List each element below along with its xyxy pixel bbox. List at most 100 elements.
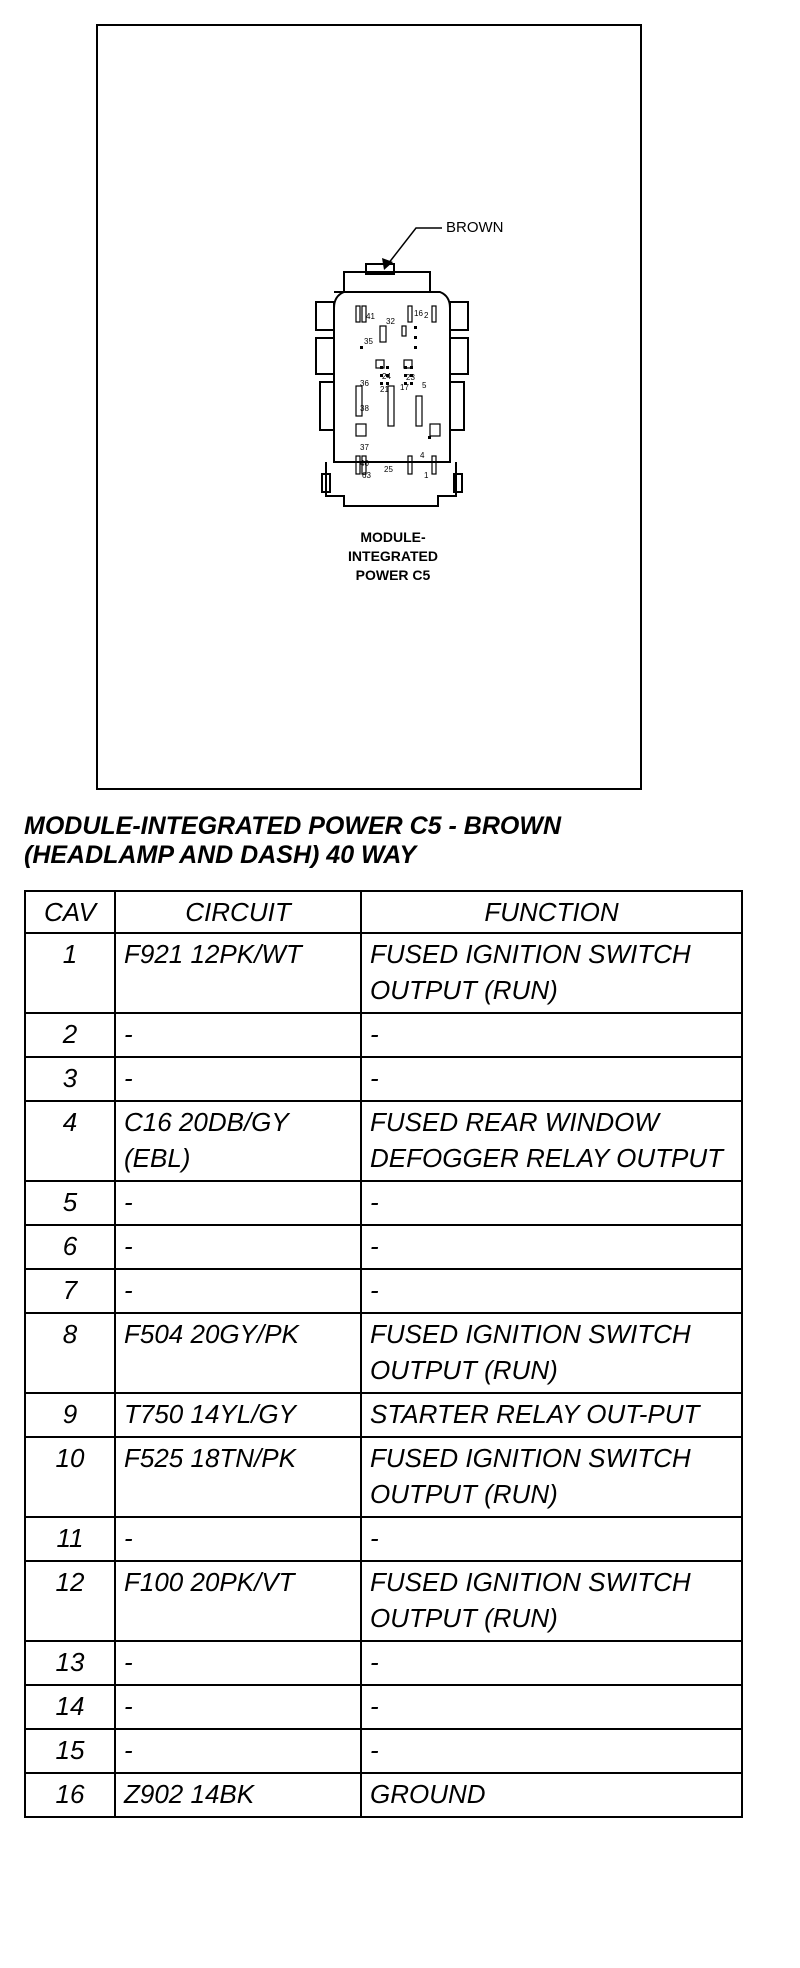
table-row: 11-- bbox=[24, 1516, 743, 1562]
circuit-cell: - bbox=[114, 1056, 362, 1102]
circuit-cell: F525 18TN/PK bbox=[114, 1436, 362, 1518]
pin-label: 37 bbox=[360, 443, 369, 452]
cav-cell: 1 bbox=[24, 932, 116, 1014]
function-cell: FUSED IGNITION SWITCH OUTPUT (RUN) bbox=[360, 1560, 743, 1642]
connector-figure: BROWN bbox=[96, 24, 642, 790]
function-cell: - bbox=[360, 1180, 743, 1226]
section-title: MODULE-INTEGRATED POWER C5 - BROWN (HEAD… bbox=[24, 812, 744, 870]
cav-cell: 2 bbox=[24, 1012, 116, 1058]
pin-label: 32 bbox=[386, 317, 395, 326]
cav-cell: 15 bbox=[24, 1728, 116, 1774]
circuit-cell: F921 12PK/WT bbox=[114, 932, 362, 1014]
function-cell: - bbox=[360, 1012, 743, 1058]
caption-line-3: POWER C5 bbox=[356, 567, 431, 583]
pin-label: 2 bbox=[424, 311, 429, 320]
table-row: 6-- bbox=[24, 1224, 743, 1270]
caption-line-1: MODULE- bbox=[360, 529, 426, 545]
cav-cell: 9 bbox=[24, 1392, 116, 1438]
cav-cell: 5 bbox=[24, 1180, 116, 1226]
function-cell: - bbox=[360, 1268, 743, 1314]
function-cell: - bbox=[360, 1056, 743, 1102]
cav-cell: 6 bbox=[24, 1224, 116, 1270]
table-row: 3-- bbox=[24, 1056, 743, 1102]
function-cell: FUSED IGNITION SWITCH OUTPUT (RUN) bbox=[360, 932, 743, 1014]
cav-cell: 14 bbox=[24, 1684, 116, 1730]
pin-labels: 41 32 16 2 35 36 24 23 21 17 5 38 37 4 4… bbox=[360, 309, 429, 480]
circuit-cell: T750 14YL/GY bbox=[114, 1392, 362, 1438]
circuit-cell: - bbox=[114, 1224, 362, 1270]
table-row: 7-- bbox=[24, 1268, 743, 1314]
function-cell: GROUND bbox=[360, 1772, 743, 1818]
pin-label: 36 bbox=[360, 379, 369, 388]
function-cell: - bbox=[360, 1640, 743, 1686]
header-cav: CAV bbox=[24, 890, 116, 934]
header-circuit: CIRCUIT bbox=[114, 890, 362, 934]
function-cell: - bbox=[360, 1516, 743, 1562]
cav-cell: 13 bbox=[24, 1640, 116, 1686]
callout-label: BROWN bbox=[446, 219, 504, 236]
cav-cell: 8 bbox=[24, 1312, 116, 1394]
cavity-pins bbox=[360, 326, 431, 439]
pin-label: 41 bbox=[366, 312, 375, 321]
pin-label: 23 bbox=[406, 373, 415, 382]
cav-cell: 7 bbox=[24, 1268, 116, 1314]
circuit-cell: - bbox=[114, 1268, 362, 1314]
connector-diagram: BROWN bbox=[315, 219, 504, 583]
function-cell: FUSED IGNITION SWITCH OUTPUT (RUN) bbox=[360, 1312, 743, 1394]
circuit-cell: F504 20GY/PK bbox=[114, 1312, 362, 1394]
cav-cell: 3 bbox=[24, 1056, 116, 1102]
circuit-cell: F100 20PK/VT bbox=[114, 1560, 362, 1642]
function-cell: - bbox=[360, 1684, 743, 1730]
pin-label: 21 bbox=[380, 385, 389, 394]
cav-cell: 11 bbox=[24, 1516, 116, 1562]
connector-body bbox=[315, 263, 469, 507]
pin-label: 25 bbox=[384, 465, 393, 474]
function-cell: - bbox=[360, 1728, 743, 1774]
circuit-cell: C16 20DB/GY (EBL) bbox=[114, 1100, 362, 1182]
pin-label: 17 bbox=[400, 383, 409, 392]
pin-label: 1 bbox=[424, 471, 429, 480]
table-header-row: CAV CIRCUIT FUNCTION bbox=[24, 890, 743, 934]
circuit-cell: - bbox=[114, 1012, 362, 1058]
pin-label: 5 bbox=[422, 381, 427, 390]
title-line-1: MODULE-INTEGRATED POWER C5 - BROWN bbox=[24, 812, 562, 840]
cav-cell: 16 bbox=[24, 1772, 116, 1818]
pin-label: 35 bbox=[364, 337, 373, 346]
table-row: 15-- bbox=[24, 1728, 743, 1774]
function-cell: STARTER RELAY OUT-PUT bbox=[360, 1392, 743, 1438]
table-row: 5-- bbox=[24, 1180, 743, 1226]
table-row: 2-- bbox=[24, 1012, 743, 1058]
circuit-cell: - bbox=[114, 1516, 362, 1562]
circuit-cell: - bbox=[114, 1640, 362, 1686]
function-cell: FUSED REAR WINDOW DEFOGGER RELAY OUTPUT bbox=[360, 1100, 743, 1182]
caption-line-2: INTEGRATED bbox=[348, 548, 438, 564]
pin-label: 38 bbox=[360, 404, 369, 413]
pin-label: 16 bbox=[414, 309, 423, 318]
function-cell: FUSED IGNITION SWITCH OUTPUT (RUN) bbox=[360, 1436, 743, 1518]
pin-label: 40 bbox=[360, 459, 369, 468]
circuit-cell: - bbox=[114, 1684, 362, 1730]
cav-cell: 12 bbox=[24, 1560, 116, 1642]
pin-label: 4 bbox=[420, 451, 425, 460]
circuit-cell: - bbox=[114, 1728, 362, 1774]
function-cell: - bbox=[360, 1224, 743, 1270]
circuit-cell: - bbox=[114, 1180, 362, 1226]
table-row: 13-- bbox=[24, 1640, 743, 1686]
pin-label: 63 bbox=[362, 471, 371, 480]
header-function: FUNCTION bbox=[360, 890, 743, 934]
cav-cell: 10 bbox=[24, 1436, 116, 1518]
pin-label: 24 bbox=[382, 372, 391, 381]
title-line-2: (HEADLAMP AND DASH) 40 WAY bbox=[24, 841, 417, 869]
table-row: 14-- bbox=[24, 1684, 743, 1730]
circuit-cell: Z902 14BK bbox=[114, 1772, 362, 1818]
callout-leader bbox=[387, 227, 442, 265]
cav-cell: 4 bbox=[24, 1100, 116, 1182]
